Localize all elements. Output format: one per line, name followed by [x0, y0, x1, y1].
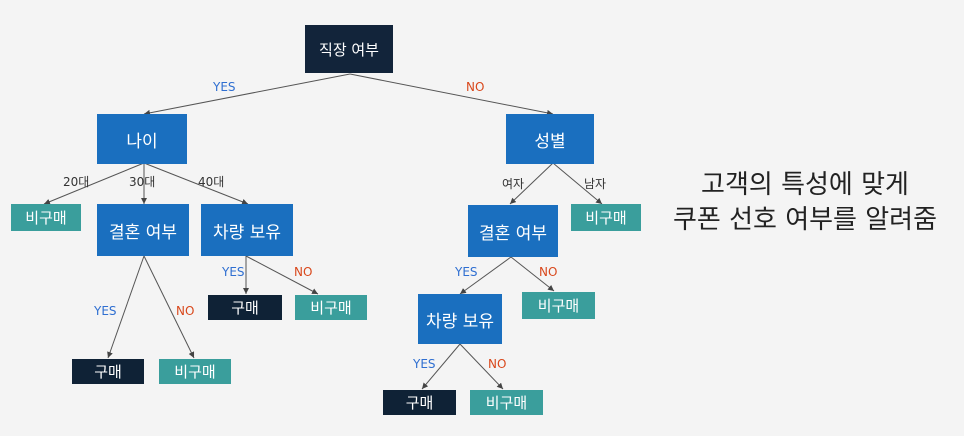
- leaf-carf-nonpurchase: 비구매: [470, 390, 543, 415]
- edge-label-yes: YES: [455, 265, 478, 279]
- leaf-marriagef-nonpurchase: 비구매: [522, 292, 595, 319]
- leaf-label: 비구매: [310, 299, 352, 317]
- leaf-label: 비구매: [585, 209, 627, 227]
- root-node: 직장 여부: [305, 25, 393, 73]
- edge-label-yes: YES: [213, 80, 236, 94]
- leaf-label: 구매: [405, 394, 434, 412]
- car-node-40s: 차량 보유: [201, 204, 293, 256]
- leaf-label: 비구매: [485, 394, 528, 412]
- leaf-age20-nonpurchase: 비구매: [11, 204, 81, 231]
- leaf-male-nonpurchase: 비구매: [571, 204, 641, 231]
- edge-label-male: 남자: [584, 177, 607, 191]
- edge-label-yes: YES: [222, 265, 245, 279]
- root-node-label: 직장 여부: [319, 40, 379, 59]
- marriage-node-30s: 결혼 여부: [97, 204, 189, 256]
- caption: 고객의 특성에 맞게 쿠폰 선호 여부를 알려줌: [655, 168, 955, 238]
- leaf-carf-purchase: 구매: [383, 390, 456, 415]
- edge-label-20s: 20대: [63, 175, 90, 189]
- leaf-label: 비구매: [537, 297, 580, 315]
- gender-node-label: 성별: [534, 131, 566, 152]
- age-node-label: 나이: [126, 131, 158, 152]
- caption-line-1: 고객의 특성에 맞게: [701, 170, 909, 200]
- edge-label-no: NO: [176, 304, 195, 318]
- marriage-node-female: 결혼 여부: [468, 205, 558, 257]
- edge-label-female: 여자: [502, 177, 525, 191]
- car-node-label: 차량 보유: [213, 222, 281, 243]
- car-node-label: 차량 보유: [426, 311, 494, 332]
- leaf-marriage30-purchase: 구매: [72, 359, 144, 384]
- edge-label-30s: 30대: [129, 175, 156, 189]
- car-node-female: 차량 보유: [418, 294, 502, 344]
- edge-label-no: NO: [466, 80, 485, 94]
- leaf-label: 비구매: [174, 363, 216, 381]
- leaf-car40-nonpurchase: 비구매: [295, 295, 367, 320]
- leaf-car40-purchase: 구매: [208, 295, 282, 320]
- marriage-node-label: 결혼 여부: [109, 222, 177, 243]
- edge-label-yes: YES: [94, 304, 117, 318]
- leaf-label: 구매: [231, 299, 259, 317]
- caption-line-2: 쿠폰 선호 여부를 알려줌: [673, 205, 937, 235]
- marriage-node-label: 결혼 여부: [479, 223, 547, 244]
- leaf-label: 구매: [94, 363, 122, 381]
- edge-label-no: NO: [294, 265, 313, 279]
- leaf-label: 비구매: [25, 209, 67, 227]
- edge-label-no: NO: [539, 265, 558, 279]
- leaf-marriage30-nonpurchase: 비구매: [159, 359, 231, 384]
- edge-label-no: NO: [488, 357, 507, 371]
- age-node: 나이: [97, 114, 187, 164]
- edge-label-yes: YES: [413, 357, 436, 371]
- gender-node: 성별: [506, 114, 594, 164]
- edge-label-40s: 40대: [198, 175, 225, 189]
